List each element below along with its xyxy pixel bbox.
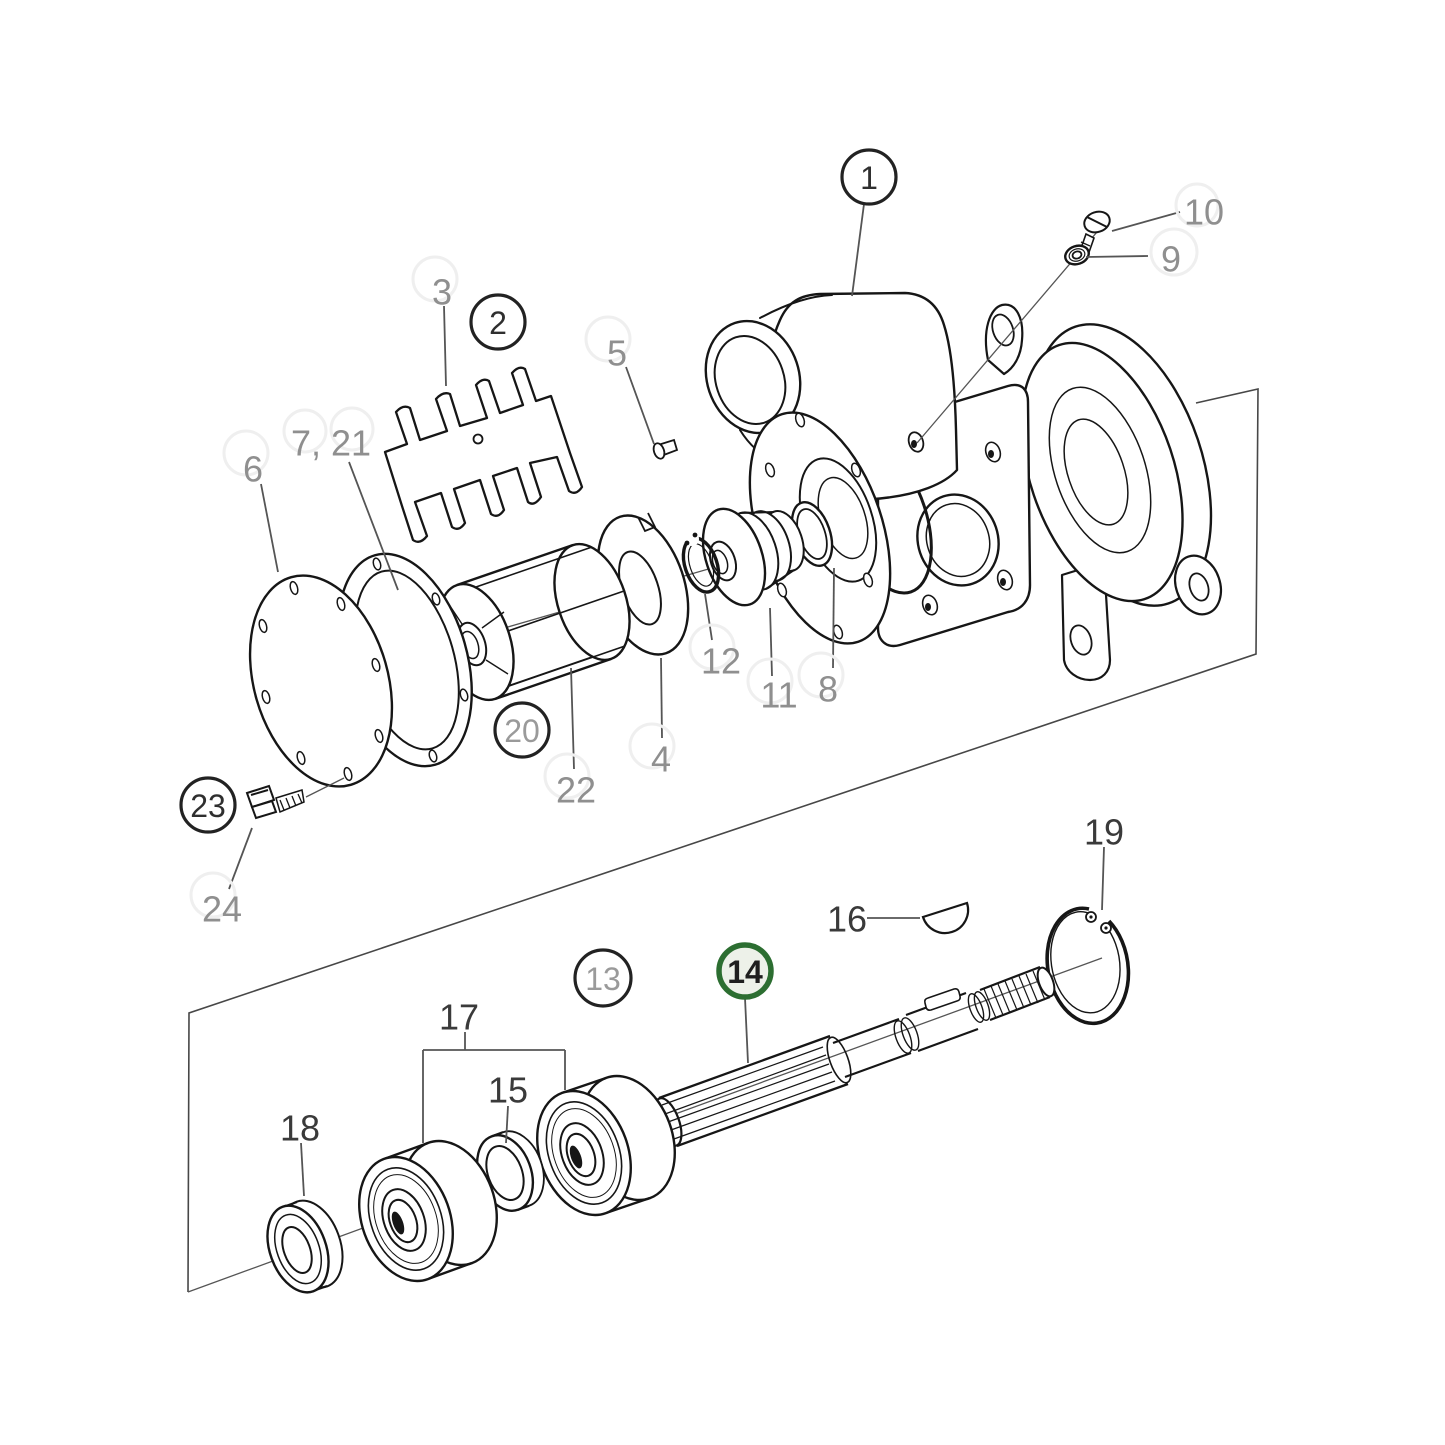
screw-explode-line	[916, 231, 1098, 444]
callout-15[interactable]: 15	[488, 1070, 528, 1111]
callout-16[interactable]: 16	[827, 899, 867, 940]
callout-6[interactable]: 6	[243, 449, 263, 490]
leader-11	[769, 607, 773, 677]
callout-1-label: 1	[860, 160, 878, 196]
snap-ring-drawing	[681, 532, 721, 594]
impeller-drawing	[437, 542, 631, 702]
leader-bracket-17	[422, 1032, 566, 1143]
leader-7-21	[348, 461, 399, 591]
leader-19	[1101, 846, 1105, 911]
callout-23[interactable]: 23	[179, 776, 237, 834]
leader-8	[832, 567, 835, 669]
callout-14-label: 14	[727, 954, 763, 990]
key-slot	[924, 988, 961, 1011]
callout-3[interactable]: 3	[432, 272, 452, 313]
callout-20[interactable]: 20	[493, 701, 551, 759]
leader-9	[1085, 255, 1149, 258]
thread-ticks	[983, 970, 1046, 1019]
callout-2[interactable]: 2	[469, 293, 527, 351]
shaft-kit-drawing	[266, 901, 1131, 1294]
callout-13-label: 13	[585, 961, 621, 997]
leader-14	[744, 997, 749, 1064]
woodruff-key-drawing	[921, 901, 970, 935]
pump-body-drawing	[704, 291, 1223, 682]
spacer-ring-drawing	[475, 1130, 545, 1212]
callout-1[interactable]: 1	[840, 148, 898, 206]
callout-24[interactable]: 24	[202, 889, 242, 930]
leader-15	[505, 1105, 509, 1144]
callout-23-label: 23	[190, 788, 226, 824]
screw-washer-drawing	[1064, 210, 1111, 266]
callout-13[interactable]: 13	[573, 948, 633, 1008]
bearing-b-drawing	[536, 1074, 676, 1217]
cam-drawing	[383, 366, 584, 543]
callout-7-21[interactable]: 7, 21	[291, 423, 371, 464]
callout-5[interactable]: 5	[607, 333, 627, 374]
callout-8[interactable]: 8	[818, 669, 838, 710]
callout-12[interactable]: 12	[701, 641, 741, 682]
leader-22	[570, 667, 575, 770]
cover-screw-drawing	[245, 777, 345, 820]
leader-lines	[228, 203, 1181, 1197]
leader-6	[260, 483, 279, 573]
callout-22[interactable]: 22	[556, 770, 596, 811]
shaft-seal-drawing	[266, 1199, 344, 1294]
leader-10	[1111, 211, 1181, 232]
cam-screw-drawing	[652, 438, 679, 460]
end-cover-drawing	[248, 574, 394, 788]
mount-tab-bottom	[1060, 560, 1112, 682]
shaft-drawing	[653, 965, 1056, 1148]
leader-3	[443, 305, 447, 387]
leader-12	[704, 593, 713, 641]
callouts: 1 2 20 23 13 14 3 4 5 6 7, 21 8 9 10	[179, 148, 1224, 1149]
callout-11[interactable]: 11	[760, 675, 797, 716]
leader-18	[300, 1142, 305, 1197]
callout-10[interactable]: 10	[1184, 192, 1224, 233]
callout-19[interactable]: 19	[1084, 812, 1124, 853]
leader-1	[851, 203, 865, 297]
bearing-a-drawing	[358, 1139, 498, 1283]
leader-5	[625, 366, 655, 445]
callout-17[interactable]: 17	[439, 997, 479, 1038]
front-flange-holes	[764, 412, 874, 640]
callout-14-highlighted[interactable]: 14	[716, 942, 774, 1000]
callout-20-label: 20	[504, 713, 540, 749]
callout-4[interactable]: 4	[651, 739, 671, 780]
callout-9[interactable]: 9	[1161, 239, 1181, 280]
callout-18[interactable]: 18	[280, 1108, 320, 1149]
label-halos	[189, 182, 1220, 919]
circlip-drawing	[1045, 906, 1131, 1026]
leader-24	[228, 827, 253, 890]
callout-2-label: 2	[489, 305, 507, 341]
panel-frame	[187, 387, 1259, 1293]
